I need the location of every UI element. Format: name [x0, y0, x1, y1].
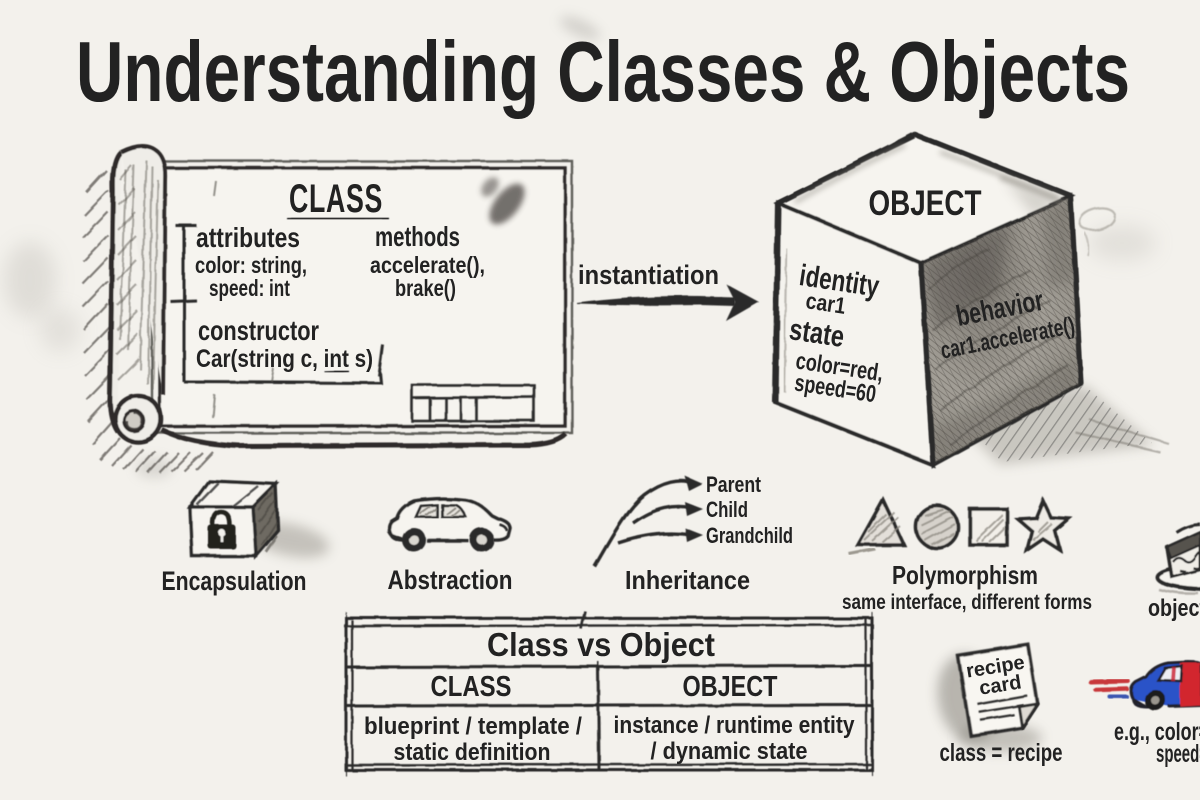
svg-text:constructor: constructor [198, 315, 319, 346]
svg-text:Abstraction: Abstraction [388, 565, 513, 595]
svg-text:e.g., color=: e.g., color= [1114, 718, 1200, 746]
svg-text:OBJECT: OBJECT [683, 671, 778, 703]
svg-text:OBJECT: OBJECT [869, 184, 982, 223]
svg-text:methods: methods [375, 221, 460, 252]
svg-text:attributes: attributes [196, 222, 300, 253]
svg-text:speed=: speed= [1156, 740, 1200, 768]
svg-text:static definition: static definition [394, 739, 551, 766]
svg-text:CLASS: CLASS [289, 177, 383, 221]
svg-text:same interface, different form: same interface, different forms [842, 591, 1092, 614]
svg-text:Car(string c, int s): Car(string c, int s) [196, 345, 373, 373]
svg-text:accelerate(),: accelerate(), [370, 252, 485, 278]
svg-text:Child: Child [706, 497, 748, 522]
svg-text:Inheritance: Inheritance [625, 565, 750, 595]
svg-text:Class vs Object: Class vs Object [487, 626, 715, 663]
svg-text:car1: car1 [804, 287, 848, 319]
svg-text:Grandchild: Grandchild [706, 523, 793, 548]
svg-text:Understanding Classes & Object: Understanding Classes & Objects [76, 25, 1130, 120]
svg-text:/ dynamic state: / dynamic state [651, 738, 808, 765]
svg-text:CLASS: CLASS [431, 671, 512, 703]
svg-text:state: state [787, 313, 846, 354]
svg-text:brake(): brake() [395, 275, 456, 301]
svg-text:class = recipe: class = recipe [940, 739, 1063, 767]
svg-text:color: string,: color: string, [195, 252, 307, 278]
svg-text:blueprint / template /: blueprint / template / [364, 713, 582, 740]
svg-text:object =: object = [1148, 595, 1200, 622]
svg-text:Encapsulation: Encapsulation [162, 566, 307, 596]
svg-text:speed: int: speed: int [209, 275, 290, 301]
svg-text:Polymorphism: Polymorphism [892, 560, 1038, 590]
svg-text:instantiation: instantiation [578, 260, 719, 290]
svg-text:Parent: Parent [706, 472, 762, 497]
svg-text:instance / runtime entity: instance / runtime entity [614, 712, 856, 739]
